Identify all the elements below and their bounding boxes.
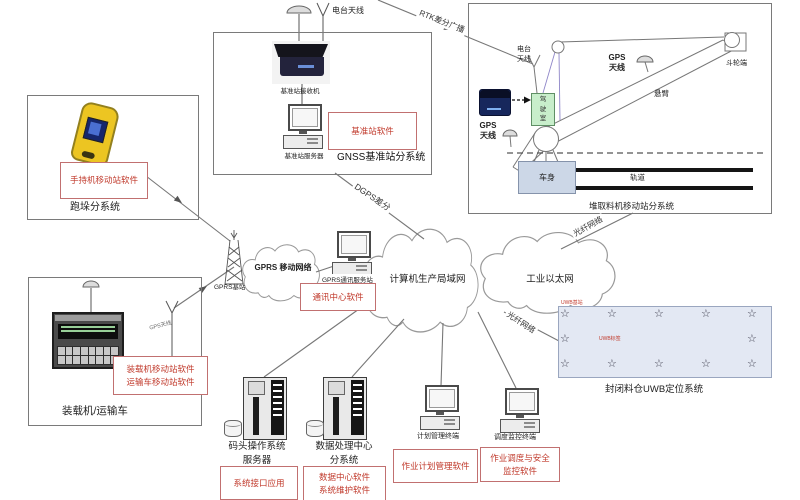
fiber-top-line — [560, 212, 634, 250]
receiver-label: 基准站接收机 — [280, 88, 320, 95]
uwb-anchor-star: ☆ — [560, 358, 570, 370]
dataproc-server-icon — [323, 377, 367, 440]
lan-to-dataproc-line — [351, 318, 405, 378]
plan-terminal-label: 计划管理终端 — [417, 433, 459, 440]
driver-cab: 驾驶室 — [531, 93, 555, 126]
dispatch-terminal-label: 调度监控终端 — [494, 434, 536, 441]
uwb-anchor-star: ☆ — [560, 308, 570, 320]
dispatch-software-box: 作业调度与安全 监控软件 — [480, 447, 560, 482]
track-label: 轨道 — [627, 172, 648, 183]
gprs-comm-server-icon — [332, 231, 372, 276]
loader-software-box: 装载机移动站软件 运输车移动站软件 — [113, 356, 208, 395]
gprs-tower-label: GPRS基站 — [214, 284, 246, 291]
uwb-area-title: 封闭料仓UWB定位系统 — [605, 384, 704, 395]
dock-server-label: 码头操作系统 服务器 — [228, 441, 286, 466]
dataproc-software-box: 数据中心软件 系统维护软件 — [303, 466, 386, 500]
stacker-drawing — [502, 32, 763, 190]
vehicle-body: 车身 — [518, 161, 576, 194]
uwb-anchor-star: ☆ — [560, 333, 570, 345]
lan-to-dock-server-line — [263, 298, 374, 378]
handheld-to-tower-line — [145, 175, 231, 242]
plan-software-box: 作业计划管理软件 — [393, 449, 478, 483]
uwb-anchor-star: ☆ — [747, 333, 757, 345]
uwb-anchor-tiny-label: UWB基站 — [561, 300, 583, 306]
server-label: 基准站服务器 — [284, 153, 324, 160]
cab-gps-antenna-label: GPS 天线 — [479, 121, 497, 140]
gprs-tower-icon — [224, 230, 244, 285]
uwb-anchor-star: ☆ — [607, 358, 617, 370]
plan-terminal-icon — [420, 385, 460, 430]
lan-cloud-label: 计算机生产局域网 — [389, 274, 466, 285]
gnss-antennas — [286, 2, 330, 104]
uwb-tag-tiny-label: UWB标签 — [599, 336, 621, 342]
loader-box-title: 装载机/运输车 — [62, 405, 128, 417]
uwb-anchor-star: ☆ — [747, 308, 757, 320]
lan-to-plan-terminal-line — [440, 322, 444, 387]
handheld-box-title: 跑垛分系统 — [70, 202, 120, 213]
dock-server-icon — [243, 377, 287, 440]
uwb-anchor-star: ☆ — [701, 308, 711, 320]
base-station-server-icon — [283, 104, 323, 149]
uwb-anchor-star: ☆ — [607, 308, 617, 320]
stacker-box-title: 堆取料机移动站分系统 — [589, 201, 675, 211]
handheld-software-box: 手持机移动站软件 — [60, 162, 148, 199]
comm-center-software-box: 通讯中心软件 — [300, 283, 376, 311]
gprs-comm-server-label: GPRS通讯服务站 — [322, 274, 373, 284]
cab-label: 驾驶室 — [539, 96, 547, 123]
bucket-wheel-label: 斗轮端 — [726, 60, 747, 67]
boom-gps-antenna-label: GPS 天线 — [608, 53, 626, 72]
gnss-box-title: GNSS基准站分系统 — [337, 152, 426, 163]
stacker-radio-antenna-label: 电台 天线 — [517, 46, 531, 63]
uwb-anchor-star: ☆ — [701, 358, 711, 370]
gnss-radio-antenna-label: 电台天线 — [332, 6, 364, 15]
stacker-reclaimer-box — [468, 3, 772, 214]
uwb-area — [558, 306, 772, 378]
dataproc-database-icon — [306, 420, 324, 437]
loader-subsystem-box — [28, 277, 202, 426]
boom-label: 悬臂 — [654, 89, 669, 98]
base-station-receiver-image — [272, 41, 330, 84]
gnss-base-station-box — [213, 32, 432, 175]
gprs-cloud-label: GPRS 移动网络 — [254, 263, 312, 272]
cloud-to-gprs-server-line — [315, 265, 335, 273]
uwb-anchor-star: ☆ — [654, 358, 664, 370]
vehicle-terminal-image — [52, 312, 124, 369]
loader-antennas — [82, 280, 179, 357]
base-station-software-box: 基准站软件 — [328, 112, 417, 150]
stacker-gps-receiver-image — [479, 89, 511, 116]
interface-software-box: 系统接口应用 — [220, 466, 298, 500]
ethernet-cloud-label: 工业以太网 — [526, 274, 574, 285]
handheld-subsystem-box — [27, 95, 199, 220]
uwb-anchor-star: ☆ — [654, 308, 664, 320]
dock-database-icon — [224, 420, 242, 437]
dispatch-terminal-icon — [500, 388, 540, 433]
uwb-anchor-star: ☆ — [747, 358, 757, 370]
lan-to-dispatch-terminal-line — [477, 311, 517, 389]
dataproc-label: 数据处理中心 分系统 — [315, 441, 373, 466]
